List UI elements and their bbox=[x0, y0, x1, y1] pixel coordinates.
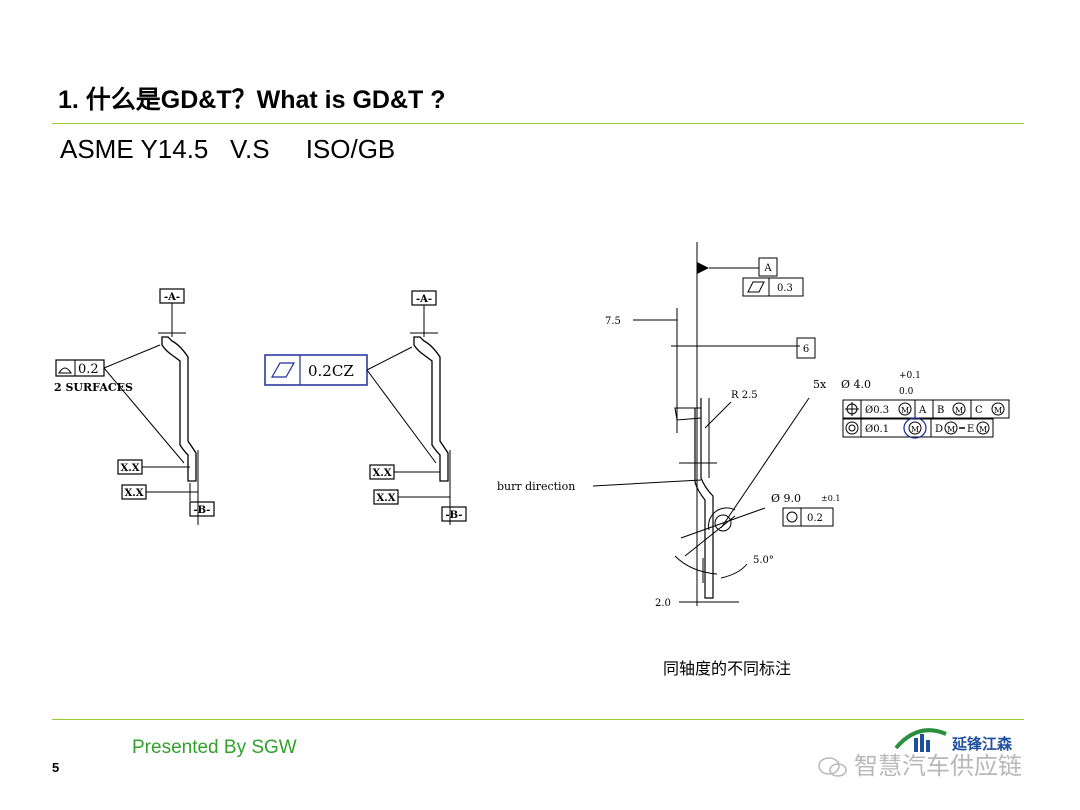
company-logo-icon bbox=[894, 728, 947, 752]
radius-label: R 2.5 bbox=[731, 390, 758, 401]
box-6: 6 bbox=[803, 344, 809, 355]
concentricity-frame: Ø0.1 M D M E M bbox=[842, 417, 994, 439]
figure-caption: 同轴度的不同标注 bbox=[663, 659, 792, 678]
flatness-tolerance: 0.3 bbox=[777, 283, 793, 294]
position-datum-a: A bbox=[918, 405, 927, 416]
concentricity-tolerance: Ø0.1 bbox=[865, 424, 889, 435]
burr-direction-label: burr direction bbox=[497, 480, 575, 493]
slide-subtitle: ASME Y14.5 V.S ISO/GB bbox=[60, 134, 396, 164]
position-tolerance: Ø0.3 bbox=[865, 405, 889, 416]
svg-text:M: M bbox=[979, 425, 987, 434]
hole-count: 5x bbox=[813, 378, 827, 391]
hole-tol-plus: +0.1 bbox=[899, 371, 921, 381]
dim-xx-1: X.X bbox=[373, 468, 392, 479]
svg-text:M: M bbox=[955, 406, 963, 415]
dim-xx-2: X.X bbox=[125, 488, 144, 499]
dim-7-5: 7.5 bbox=[605, 316, 621, 327]
dim-xx-1: X.X bbox=[121, 463, 140, 474]
circularity-frame bbox=[782, 507, 834, 527]
concentricity-datum-d: D bbox=[935, 424, 943, 435]
datum-a-label: A bbox=[763, 263, 772, 274]
iso-cz-figure: -A- 0.2CZ X.X X.X -B- bbox=[264, 290, 467, 525]
position-datum-c: C bbox=[975, 405, 983, 416]
thickness-label: 2.0 bbox=[655, 598, 671, 609]
slide-title: 1. 什么是GD&T？What is GD&T ? bbox=[58, 86, 446, 114]
watermark-text: 智慧汽车供应链 bbox=[854, 752, 1022, 780]
boss-diameter: Ø 9.0 bbox=[771, 492, 801, 505]
presenter-label: Presented By SGW bbox=[132, 737, 297, 758]
profile-surface-icon bbox=[58, 367, 72, 374]
angle-label: 5.0° bbox=[753, 555, 774, 566]
svg-text:M: M bbox=[994, 406, 1002, 415]
flatness-tolerance: 0.2CZ bbox=[308, 362, 354, 380]
hole-tol-minus: 0.0 bbox=[899, 387, 914, 397]
surfaces-note: 2 SURFACES bbox=[54, 381, 133, 394]
position-frame: Ø0.3 M A B M C M bbox=[842, 399, 1010, 419]
dim-xx-2: X.X bbox=[377, 493, 396, 504]
company-logo-text: 延锋江森 bbox=[952, 735, 1013, 753]
svg-text:M: M bbox=[911, 425, 919, 434]
svg-text:M: M bbox=[947, 425, 955, 434]
circularity-tolerance: 0.2 bbox=[807, 513, 823, 524]
page-number: 5 bbox=[52, 760, 60, 775]
flatness-frame bbox=[742, 277, 804, 297]
highlight-circle bbox=[903, 417, 927, 439]
title-divider bbox=[52, 123, 1024, 124]
datum-a-label: -A- bbox=[164, 292, 180, 303]
asme-profile-figure: -A- 0.2 2 SURFACES X.X X.X -B- bbox=[54, 288, 215, 525]
position-datum-b: B bbox=[937, 405, 944, 416]
concentricity-icon bbox=[845, 421, 859, 435]
svg-text:M: M bbox=[901, 406, 909, 415]
watermark: 智慧汽车供应链 bbox=[818, 746, 1022, 781]
hole-diameter: Ø 4.0 bbox=[841, 378, 871, 391]
flatness-icon bbox=[270, 362, 296, 378]
circularity-icon bbox=[786, 511, 798, 523]
datum-a-label: -A- bbox=[416, 294, 432, 305]
datum-b-label: -B- bbox=[446, 510, 463, 521]
concentricity-datum-e: E bbox=[967, 424, 974, 435]
flatness-icon bbox=[747, 281, 765, 293]
datum-b-label: -B- bbox=[194, 505, 211, 516]
gb-drawing-figure: A 0.3 7.5 6 R 2.5 5x Ø 4.0 +0.1 0.0 Ø0.3… bbox=[497, 242, 1010, 609]
footer-divider bbox=[52, 719, 1024, 720]
chat-bubble-icon bbox=[818, 757, 847, 777]
profile-tolerance: 0.2 bbox=[78, 362, 99, 377]
boss-tolerance: ±0.1 bbox=[821, 494, 840, 503]
